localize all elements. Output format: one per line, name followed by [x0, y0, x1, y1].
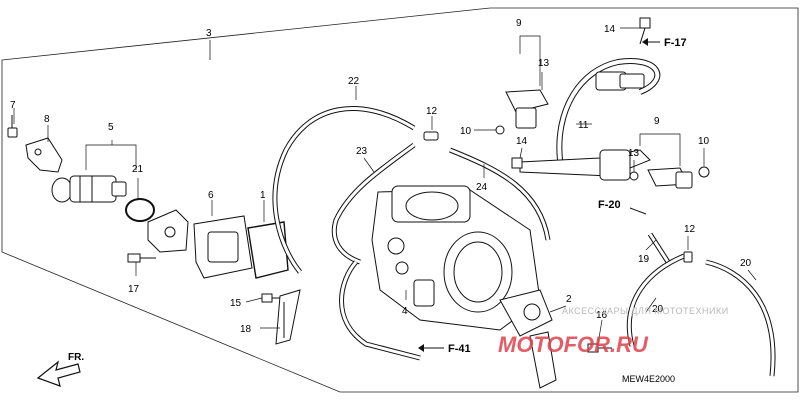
callout-10-lower: 10: [698, 136, 710, 147]
callout-8: 8: [44, 114, 50, 125]
callout-6: 6: [208, 190, 214, 201]
callout-10-upper: 10: [460, 126, 472, 137]
callout-13-lower: 13: [628, 148, 640, 159]
callout-14-upper: 14: [604, 24, 616, 35]
callout-21: 21: [132, 164, 144, 175]
callout-12-upper: 12: [426, 106, 438, 117]
front-label: FR.: [68, 352, 84, 363]
callout-3: 3: [206, 28, 212, 39]
callout-5: 5: [108, 122, 114, 133]
callout-16: 16: [596, 310, 608, 321]
callout-4: 4: [402, 306, 408, 317]
fuel-rail-group: [423, 17, 710, 353]
callout-labels: 3 7 8 5 21 6 1 17 15 18 4 22 12 23 24 9 …: [10, 18, 752, 335]
watermark-logo: MOTOFOR.RU: [498, 332, 649, 357]
leader-lines: [13, 27, 757, 345]
callout-7: 7: [10, 100, 16, 111]
iac-valve-group: [7, 115, 301, 345]
callout-17: 17: [128, 284, 140, 295]
hoses: [272, 58, 776, 377]
reference-f41: F-41: [448, 343, 471, 355]
page-references: F-17 F-20 F-41: [418, 37, 687, 355]
callout-12-lower: 12: [684, 224, 696, 235]
callout-20-right: 20: [740, 258, 752, 269]
reference-f17: F-17: [664, 37, 687, 49]
callout-13-upper: 13: [538, 58, 550, 69]
callout-24: 24: [476, 182, 488, 193]
watermark-text: АКСЕССУАРЫ ДЛЯ МОТОТЕХНИКИ: [562, 306, 729, 316]
callout-20-left: 20: [652, 304, 664, 315]
watermark: АКСЕССУАРЫ ДЛЯ МОТОТЕХНИКИ MOTOFOR.RU: [498, 306, 729, 357]
throttle-body: [371, 185, 557, 389]
callout-9-lower: 9: [654, 116, 660, 127]
callout-19: 19: [638, 254, 650, 265]
front-marker: FR.: [36, 352, 84, 387]
callout-22: 22: [348, 76, 360, 87]
callout-15: 15: [230, 298, 242, 309]
callout-18: 18: [240, 324, 252, 335]
diagram-code: MEW4E2000: [622, 374, 675, 384]
assembly-boundary: [1, 7, 799, 393]
callout-1: 1: [260, 190, 266, 201]
callout-23: 23: [356, 146, 368, 157]
reference-f20: F-20: [598, 199, 621, 211]
callout-9-upper: 9: [516, 18, 522, 29]
callout-11: 11: [578, 120, 589, 131]
callout-2: 2: [566, 294, 572, 305]
callout-14-middle: 14: [516, 136, 528, 147]
